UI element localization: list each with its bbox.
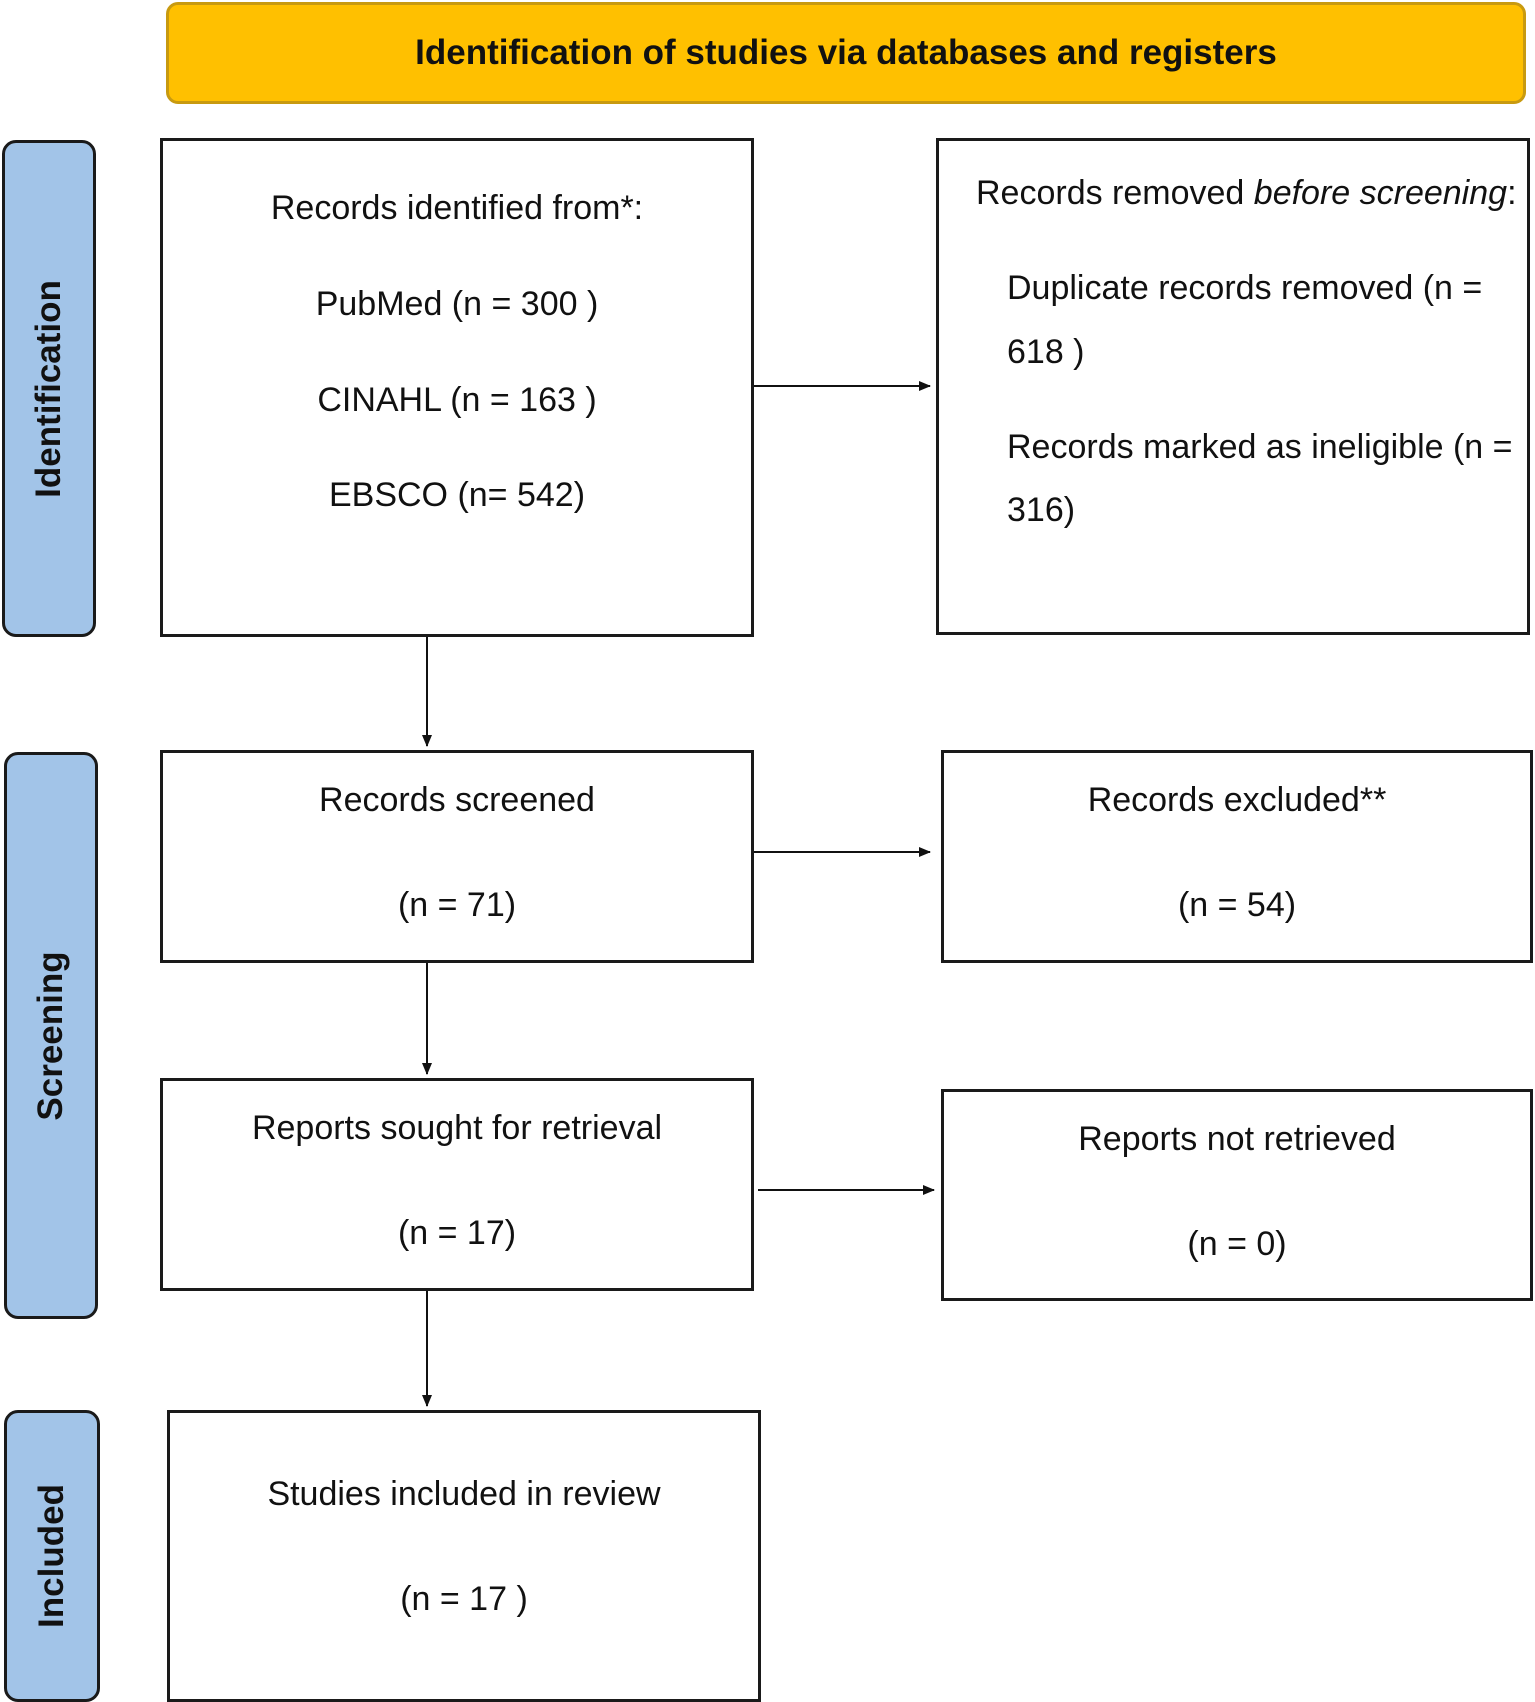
- phase-identification-label: Identification: [2, 140, 96, 637]
- records-screened-count: (n = 71): [397, 886, 517, 924]
- records-removed-heading-suffix: :: [1507, 174, 1517, 212]
- records-removed-heading: Records removed before screening:: [976, 174, 1527, 213]
- reports-sought-count: (n = 17): [397, 1214, 517, 1252]
- records-identified-heading: Records identified from*:: [270, 189, 644, 227]
- reports-sought-box: Reports sought for retrieval (n = 17): [160, 1078, 754, 1291]
- records-removed-heading-italic: before screening: [1253, 174, 1508, 212]
- duplicates-removed-line1: Duplicate records removed (n =: [1007, 269, 1483, 307]
- phase-identification-text: Identification: [29, 279, 68, 498]
- cinahl-count: CINAHL (n = 163 ): [317, 381, 597, 419]
- records-removed-box: Records removed before screening: Duplic…: [936, 138, 1530, 635]
- ineligible-line1: Records marked as ineligible (n =: [1007, 428, 1513, 466]
- records-screened-label: Records screened: [319, 781, 595, 819]
- records-removed-heading-prefix: Records removed: [976, 174, 1254, 212]
- ebsco-count: EBSCO (n= 542): [328, 476, 586, 514]
- phase-included-label: Included: [4, 1410, 100, 1702]
- records-excluded-box: Records excluded** (n = 54): [941, 750, 1533, 963]
- diagram-header: Identification of studies via databases …: [166, 2, 1526, 104]
- reports-not-retrieved-box: Reports not retrieved (n = 0): [941, 1089, 1533, 1301]
- studies-included-label: Studies included in review: [267, 1475, 661, 1513]
- pubmed-count: PubMed (n = 300 ): [315, 285, 599, 323]
- reports-sought-label: Reports sought for retrieval: [251, 1109, 663, 1147]
- reports-not-retrieved-count: (n = 0): [1187, 1225, 1287, 1263]
- records-identified-box: Records identified from*: PubMed (n = 30…: [160, 138, 754, 637]
- phase-screening-text: Screening: [31, 950, 70, 1121]
- records-excluded-label: Records excluded**: [1087, 781, 1387, 819]
- header-title: Identification of studies via databases …: [415, 33, 1277, 72]
- duplicates-removed-line2: 618 ): [1007, 333, 1085, 371]
- phase-screening-label: Screening: [4, 752, 98, 1319]
- studies-included-count: (n = 17 ): [400, 1580, 528, 1618]
- reports-not-retrieved-label: Reports not retrieved: [1078, 1120, 1396, 1158]
- records-excluded-count: (n = 54): [1177, 886, 1297, 924]
- records-screened-box: Records screened (n = 71): [160, 750, 754, 963]
- ineligible-line2: 316): [1007, 491, 1076, 529]
- phase-included-text: Included: [32, 1484, 71, 1628]
- studies-included-box: Studies included in review (n = 17 ): [167, 1410, 761, 1702]
